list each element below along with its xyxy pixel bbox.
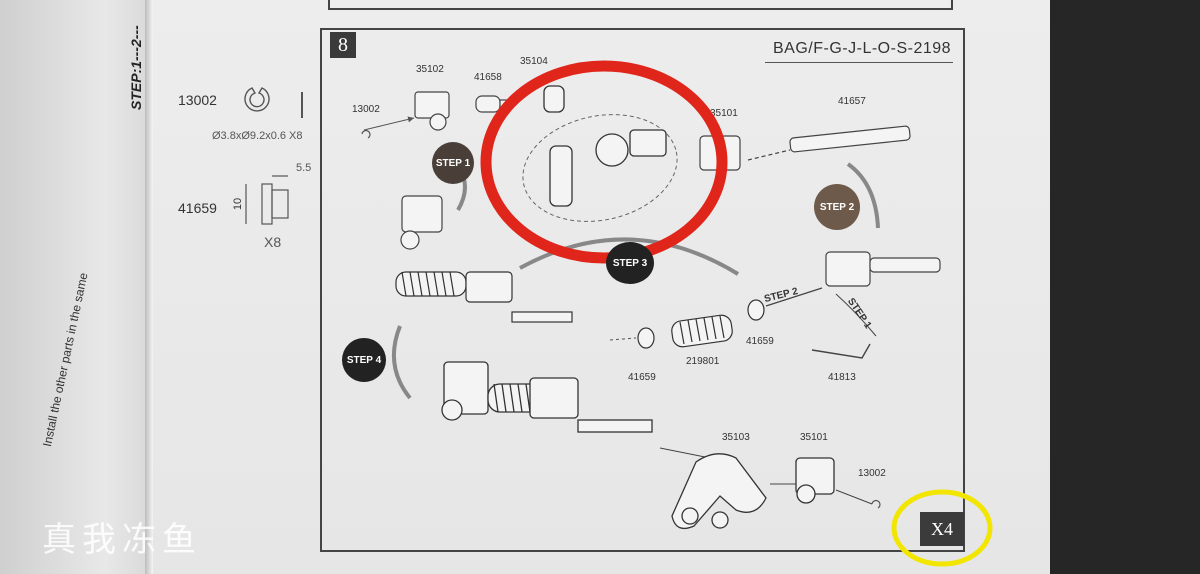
bracket-35101-bottom — [795, 457, 835, 504]
step2-badge: STEP 2 — [814, 184, 860, 230]
eclip-small-icon — [361, 130, 371, 139]
steering-rack-assembly — [441, 361, 653, 433]
previous-step-frame — [328, 0, 953, 10]
label-41659-b: 41659 — [746, 336, 774, 347]
arrow-step2-line — [765, 287, 823, 307]
legend-dim-b: 5.5 — [296, 162, 312, 174]
link-35103 — [671, 453, 767, 530]
label-41659-a: 41659 — [628, 372, 656, 383]
bushing-icon — [245, 175, 289, 225]
arrow-step1-line — [835, 293, 877, 337]
legend-part-41659: 41659 — [178, 200, 217, 216]
curved-arrow-step3 — [519, 237, 740, 276]
parts-row-middle — [637, 299, 765, 349]
dark-background — [1050, 0, 1200, 574]
bracket-assembled-right — [825, 251, 941, 287]
step1-badge: STEP 1 — [432, 142, 474, 184]
eclip-bottom-icon — [871, 500, 881, 509]
legend-spec-13002: Ø3.8xØ9.2x0.6 X8 — [212, 130, 303, 142]
bag-code: BAG/F-G-J-L-O-S-2198 — [773, 40, 952, 57]
steering-rack-left — [395, 271, 573, 323]
book-spine — [145, 0, 153, 574]
label-41813: 41813 — [828, 372, 856, 383]
bag-underline — [765, 62, 953, 63]
detail-callout — [522, 114, 678, 222]
step-number: 8 — [330, 32, 356, 58]
watermark: 真我冻鱼 — [42, 520, 202, 560]
label-13002-top: 13002 — [352, 104, 380, 115]
instruction-page — [150, 0, 1050, 574]
step-frame — [320, 28, 965, 552]
eclip-icon — [244, 87, 270, 112]
bracket-assembled — [400, 195, 443, 250]
label-41658: 41658 — [474, 72, 502, 83]
arrow-assembly — [659, 447, 711, 459]
curved-arrow-step2 — [846, 162, 880, 229]
label-13002-bottom: 13002 — [858, 468, 886, 479]
pin-41813 — [811, 343, 871, 359]
label-35102: 35102 — [416, 64, 444, 75]
left-page — [0, 0, 150, 574]
yellow-highlight-circle — [891, 489, 993, 567]
curved-arrow-step4 — [392, 325, 412, 400]
shaft-41657 — [789, 125, 911, 153]
step4-badge: STEP 4 — [342, 338, 386, 382]
label-41657: 41657 — [838, 96, 866, 107]
label-219801: 219801 — [686, 356, 720, 367]
legend-part-13002: 13002 — [178, 92, 217, 108]
label-35101-top: 35101 — [710, 108, 738, 119]
label-35104: 35104 — [520, 56, 548, 67]
quantity-badge: X4 — [920, 512, 964, 546]
ball-cup-detail — [543, 85, 667, 207]
bracket-35102 — [414, 91, 511, 131]
step3-badge: STEP 3 — [606, 242, 654, 284]
label-35103: 35103 — [722, 432, 750, 443]
red-highlight-circle — [480, 60, 728, 264]
label-35101-bottom: 35101 — [800, 432, 828, 443]
legend-qty-41659: X8 — [264, 234, 282, 250]
